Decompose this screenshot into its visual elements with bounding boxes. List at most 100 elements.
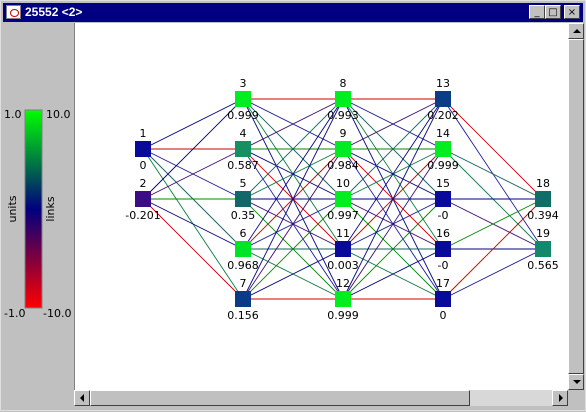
- link-9-13: [342, 98, 444, 150]
- node-4-label: 4: [240, 127, 247, 140]
- vertical-scrollbar[interactable]: [568, 23, 584, 390]
- node-8-box[interactable]: [335, 91, 351, 107]
- link-7-9: [242, 148, 344, 300]
- node-8-value: 0.993: [327, 109, 359, 122]
- node-6-label: 6: [240, 227, 247, 240]
- nodes-layer: 10 2 -0.201 30.999 4 0.587 50.35 60.968 70.156 8 0…: [125, 77, 558, 322]
- node-5-box[interactable]: [235, 191, 251, 207]
- scroll-corner: [568, 390, 584, 406]
- links-min-label: -10.0: [43, 307, 71, 320]
- node-4-value: 0.587: [227, 159, 259, 172]
- link-12-14: [342, 148, 444, 300]
- node-16-label: 16: [436, 227, 450, 240]
- node-2-label: 2: [140, 177, 147, 190]
- network-diagram[interactable]: 10 2 -0.201 30.999 4 0.587 50.35 60.968 70.156 8 0…: [75, 23, 568, 390]
- node-10-label: 10: [336, 177, 350, 190]
- node-12-value: 0.999: [327, 309, 359, 322]
- links-axis-label: links: [44, 196, 57, 221]
- node-9-value: 0.984: [327, 159, 359, 172]
- node-17[interactable]: 170: [435, 277, 451, 322]
- node-10-value: 0.997: [327, 209, 359, 222]
- node-16[interactable]: 16-0: [435, 227, 451, 272]
- node-17-box[interactable]: [435, 291, 451, 307]
- node-15-value: -0: [438, 209, 449, 222]
- node-19[interactable]: 19 0.565: [527, 227, 559, 272]
- close-button[interactable]: ×: [564, 5, 580, 19]
- link-16-18: [442, 198, 544, 250]
- node-14-value: 0.999: [427, 159, 459, 172]
- link-10-13: [342, 98, 444, 200]
- link-4-8: [242, 98, 344, 150]
- node-11-value: 0.003: [327, 259, 359, 272]
- node-4[interactable]: 4 0.587: [227, 127, 259, 172]
- node-8-label: 8: [340, 77, 347, 90]
- app-icon[interactable]: [6, 5, 21, 19]
- node-1-box[interactable]: [135, 141, 151, 157]
- node-13[interactable]: 13 0.202: [427, 77, 459, 122]
- node-18[interactable]: 180.394: [527, 177, 559, 222]
- horizontal-scroll-thumb[interactable]: [90, 390, 470, 406]
- node-11-label: 11: [336, 227, 350, 240]
- node-19-value: 0.565: [527, 259, 559, 272]
- horizontal-scrollbar[interactable]: [74, 390, 568, 406]
- legend-panel: 1.0 10.0 -1.0 -10.0 units links: [4, 23, 74, 408]
- node-13-box[interactable]: [435, 91, 451, 107]
- node-1[interactable]: 10: [135, 127, 151, 172]
- node-18-box[interactable]: [535, 191, 551, 207]
- node-8[interactable]: 8 0.993: [327, 77, 359, 122]
- units-min-label: -1.0: [4, 307, 25, 320]
- node-3[interactable]: 30.999: [227, 77, 259, 122]
- scroll-left-button[interactable]: [74, 390, 90, 406]
- node-7[interactable]: 70.156: [227, 277, 259, 322]
- vertical-scroll-thumb[interactable]: [568, 39, 584, 374]
- node-4-box[interactable]: [235, 141, 251, 157]
- scroll-down-button[interactable]: [568, 374, 584, 390]
- node-16-box[interactable]: [435, 241, 451, 257]
- scroll-right-button[interactable]: [552, 390, 568, 406]
- node-6[interactable]: 60.968: [227, 227, 259, 272]
- maximize-button[interactable]: □: [545, 5, 561, 19]
- node-18-value: 0.394: [527, 209, 559, 222]
- node-5[interactable]: 50.35: [231, 177, 256, 222]
- node-13-value: 0.202: [427, 109, 459, 122]
- node-11-box[interactable]: [335, 241, 351, 257]
- links-layer: [142, 98, 544, 300]
- node-15-label: 15: [436, 177, 450, 190]
- link-6-8: [242, 98, 344, 250]
- node-7-box[interactable]: [235, 291, 251, 307]
- node-2-box[interactable]: [135, 191, 151, 207]
- links-max-label: 10.0: [46, 108, 71, 121]
- link-2-3: [142, 98, 244, 200]
- node-2[interactable]: 2 -0.201: [125, 177, 160, 222]
- node-13-label: 13: [436, 77, 450, 90]
- node-9-box[interactable]: [335, 141, 351, 157]
- units-axis-label: units: [6, 195, 19, 222]
- title-bar[interactable]: 25552 <2> _ □ ×: [3, 3, 583, 22]
- scroll-up-button[interactable]: [568, 23, 584, 39]
- link-2-4: [142, 148, 244, 200]
- down-arrow-icon: [573, 380, 581, 384]
- node-17-label: 17: [436, 277, 450, 290]
- node-3-value: 0.999: [227, 109, 259, 122]
- node-15[interactable]: 15 -0: [435, 177, 451, 222]
- node-12-box[interactable]: [335, 291, 351, 307]
- minimize-button[interactable]: _: [529, 5, 545, 19]
- node-10[interactable]: 10 0.997: [327, 177, 359, 222]
- node-7-value: 0.156: [227, 309, 259, 322]
- node-2-value: -0.201: [125, 209, 160, 222]
- node-12[interactable]: 120.999: [327, 277, 359, 322]
- node-3-box[interactable]: [235, 91, 251, 107]
- node-6-box[interactable]: [235, 241, 251, 257]
- link-5-8: [242, 98, 344, 200]
- node-14-box[interactable]: [435, 141, 451, 157]
- node-9-label: 9: [340, 127, 347, 140]
- node-10-box[interactable]: [335, 191, 351, 207]
- left-arrow-icon: [80, 394, 84, 402]
- node-9[interactable]: 9 0.984: [327, 127, 359, 172]
- node-11[interactable]: 11 0.003: [327, 227, 359, 272]
- node-19-box[interactable]: [535, 241, 551, 257]
- node-15-box[interactable]: [435, 191, 451, 207]
- node-14[interactable]: 140.999: [427, 127, 459, 172]
- node-19-label: 19: [536, 227, 550, 240]
